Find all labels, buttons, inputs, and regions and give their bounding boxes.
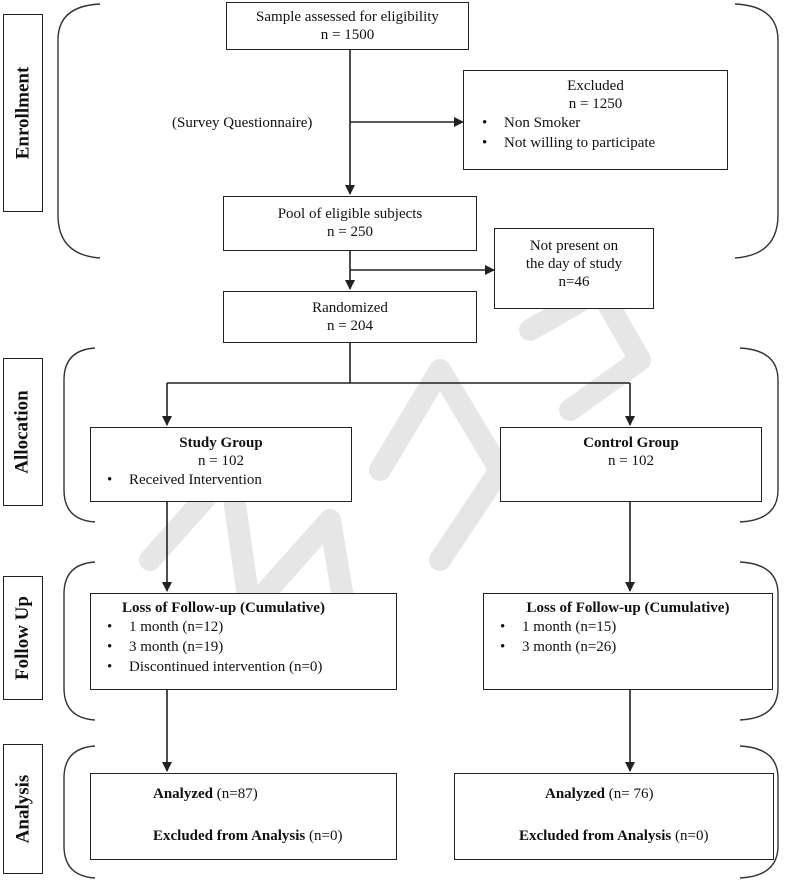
study-followup-title: Loss of Follow-up (Cumulative)	[122, 600, 325, 616]
stage-allocation-label: Allocation	[12, 390, 34, 474]
control-followup-title: Loss of Follow-up (Cumulative)	[526, 600, 730, 616]
list-item: 3 month (n=19)	[107, 637, 396, 657]
stage-allocation: Allocation	[3, 358, 43, 506]
control-group-count: n = 102	[608, 453, 654, 469]
pool-box: Pool of eligible subjects n = 250	[223, 196, 477, 251]
control-excluded-label: Excluded from Analysis	[519, 828, 672, 844]
stage-follow-up-label: Follow Up	[12, 596, 33, 680]
control-analyzed-line: Analyzed (n= 76)	[519, 784, 773, 804]
not-present-count: n=46	[558, 274, 590, 290]
control-analyzed-value: (n= 76)	[605, 786, 654, 802]
survey-questionnaire-label: (Survey Questionnaire)	[172, 115, 313, 131]
allocation-bracket-left	[63, 347, 96, 523]
study-group-count: n = 102	[198, 453, 244, 469]
study-group-box: Study Group n = 102 Received Interventio…	[90, 427, 352, 502]
control-group-title: Control Group	[583, 435, 679, 451]
study-excluded-line: Excluded from Analysis (n=0)	[153, 826, 396, 846]
study-excluded-label: Excluded from Analysis	[153, 828, 306, 844]
study-analyzed-line: Analyzed (n=87)	[153, 784, 396, 804]
study-followup-box: Loss of Follow-up (Cumulative) 1 month (…	[90, 593, 397, 690]
control-followup-box: Loss of Follow-up (Cumulative) 1 month (…	[483, 593, 773, 690]
randomized-box: Randomized n = 204	[223, 291, 477, 343]
list-item: 1 month (n=12)	[107, 617, 396, 637]
pool-count: n = 250	[327, 224, 373, 240]
list-item: Received Intervention	[107, 470, 351, 490]
analysis-bracket-right	[739, 745, 779, 879]
study-excluded-value: (n=0)	[305, 828, 343, 844]
study-analyzed-label: Analyzed	[153, 786, 213, 802]
list-item: 3 month (n=26)	[500, 637, 772, 657]
study-analysis-box: Analyzed (n=87) Excluded from Analysis (…	[90, 773, 397, 860]
assessed-count: n = 1500	[320, 27, 375, 43]
excluded-count: n = 1250	[568, 96, 623, 112]
control-followup-items: 1 month (n=15) 3 month (n=26)	[484, 617, 772, 657]
allocation-bracket-right	[739, 347, 779, 523]
followup-bracket-right	[739, 561, 779, 721]
excluded-box: Excluded n = 1250 Non Smoker Not willing…	[463, 70, 728, 170]
control-excluded-value: (n=0)	[671, 828, 709, 844]
excluded-title: Excluded	[567, 78, 624, 94]
list-item: Not willing to participate	[482, 133, 727, 153]
not-present-box: Not present on the day of study n=46	[494, 228, 654, 309]
randomized-title: Randomized	[312, 300, 388, 316]
assessed-box: Sample assessed for eligibility n = 1500	[226, 2, 469, 50]
analysis-bracket-left	[63, 745, 96, 879]
enrollment-bracket-left	[57, 3, 101, 259]
study-followup-items: 1 month (n=12) 3 month (n=19) Discontinu…	[91, 617, 396, 677]
control-excluded-line: Excluded from Analysis (n=0)	[519, 826, 773, 846]
control-group-box: Control Group n = 102	[500, 427, 762, 502]
list-item: Discontinued intervention (n=0)	[107, 657, 396, 677]
randomized-count: n = 204	[327, 318, 373, 334]
not-present-line1: Not present on	[529, 238, 619, 254]
list-item: Non Smoker	[482, 113, 727, 133]
study-group-items: Received Intervention	[91, 470, 351, 490]
control-analysis-box: Analyzed (n= 76) Excluded from Analysis …	[454, 773, 774, 860]
control-analyzed-label: Analyzed	[545, 786, 605, 802]
stage-analysis-label: Analysis	[12, 774, 34, 844]
followup-bracket-left	[63, 561, 96, 721]
stage-enrollment-label: Enrollment	[12, 66, 34, 160]
stage-analysis: Analysis	[3, 744, 43, 874]
study-analyzed-value: (n=87)	[213, 786, 258, 802]
excluded-reasons: Non Smoker Not willing to participate	[464, 113, 727, 153]
stage-follow-up: Follow Up	[3, 576, 43, 700]
study-group-title: Study Group	[179, 435, 263, 451]
pool-title: Pool of eligible subjects	[277, 206, 423, 222]
enrollment-bracket-right	[734, 3, 779, 259]
stage-enrollment: Enrollment	[3, 14, 43, 212]
list-item: 1 month (n=15)	[500, 617, 772, 637]
not-present-line2: the day of study	[525, 256, 623, 272]
assessed-title: Sample assessed for eligibility	[256, 9, 439, 25]
